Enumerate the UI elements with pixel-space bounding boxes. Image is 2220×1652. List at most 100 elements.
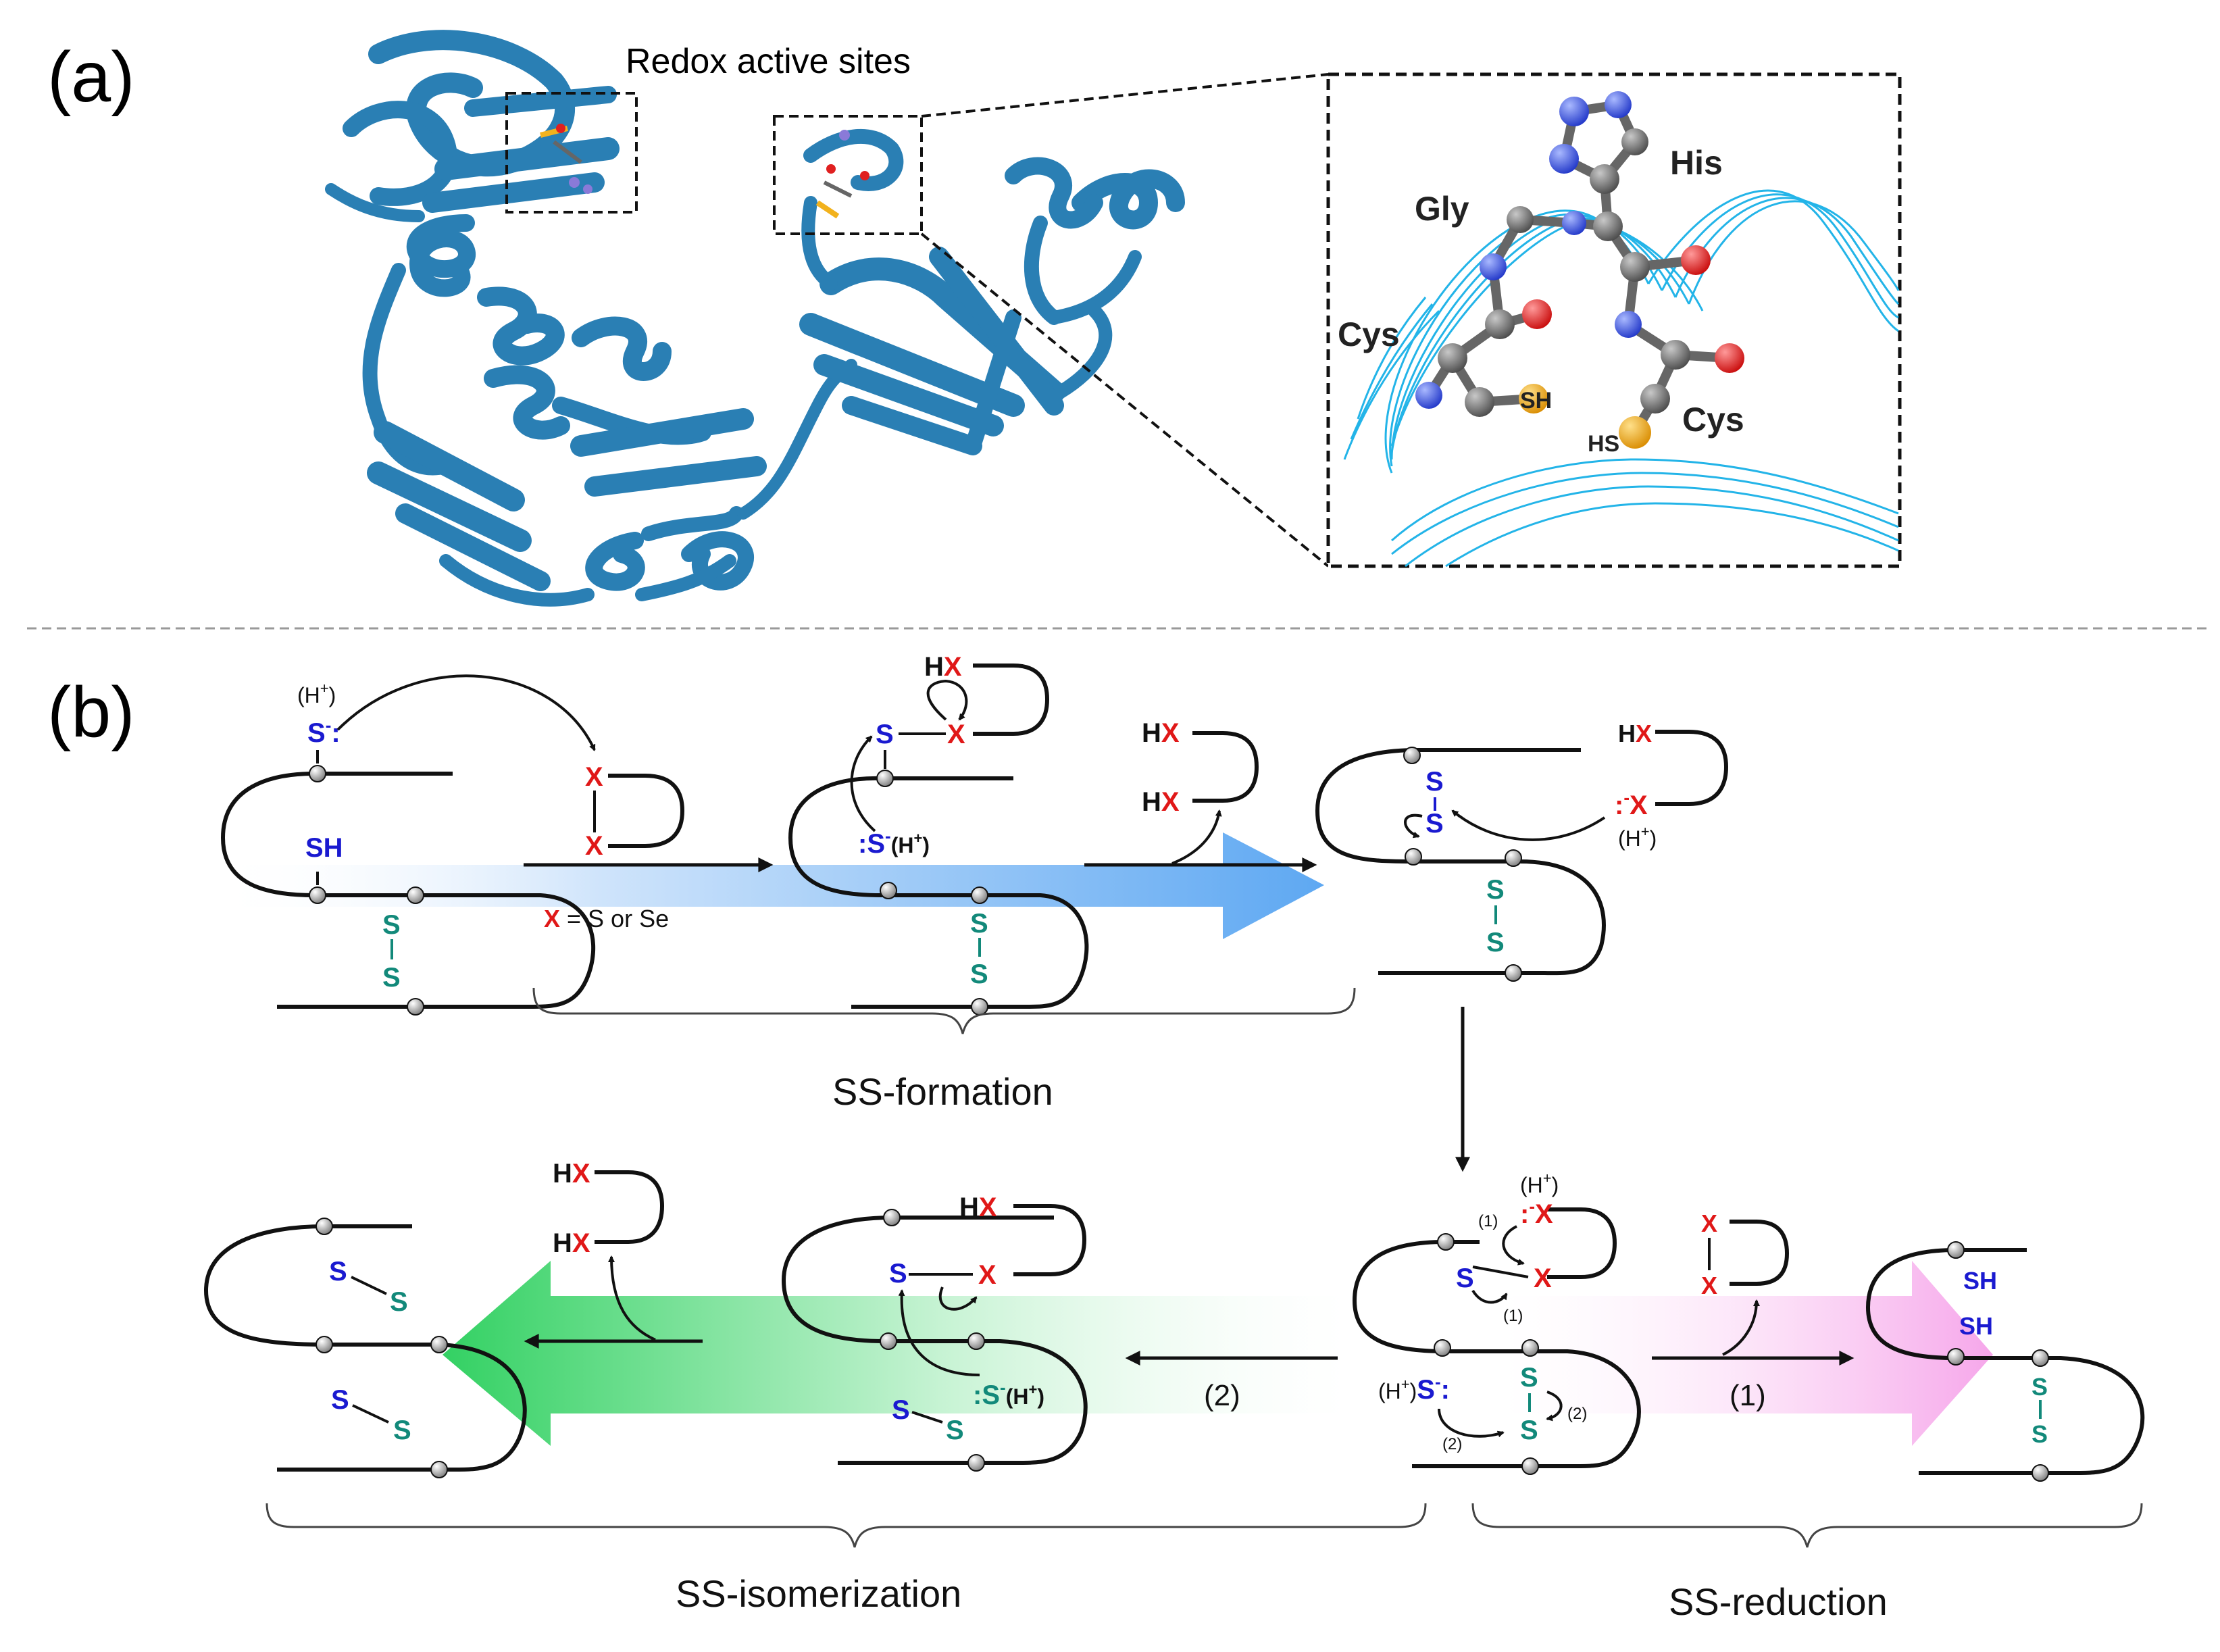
cys-ball [407, 886, 424, 904]
release-arrow-1 [1171, 809, 1222, 865]
cys-ball [2032, 1464, 2049, 1482]
oxidant-xx: X X [585, 762, 685, 861]
protein-3-oxidized [1315, 748, 1606, 976]
brace-isomerization [266, 1503, 1427, 1548]
backbone-ribbon-lines [1343, 189, 1900, 568]
cys-ball [430, 1336, 448, 1353]
protein-5-reduced [1865, 1248, 2145, 1475]
curly-arrow [1502, 1225, 1525, 1266]
svg-text:HX: HX [959, 1193, 997, 1222]
s-x-bond [1472, 1266, 1529, 1278]
residue-label-cys-left: Cys [1338, 316, 1400, 353]
mixed-disulfide-s: S [876, 720, 894, 749]
step-1-small: (1) [1503, 1307, 1523, 1325]
oxidant-half: HX X [959, 1193, 1087, 1290]
brace-reduction [1471, 1503, 2143, 1548]
disulfide-s-upper: S [892, 1395, 910, 1425]
disulfide-s-upper: S [2032, 1373, 2048, 1401]
brace-formation [532, 987, 1356, 1034]
svg-text:(H+): (H+) [1520, 1170, 1559, 1197]
svg-text:X: X [1701, 1272, 1717, 1299]
x-definition: X = S or Se [544, 905, 669, 932]
residue-label-his: His [1670, 144, 1723, 182]
thiol-label: SH [1963, 1267, 1997, 1295]
panel-a-label: (a) [47, 37, 135, 117]
cys-ball [967, 1332, 985, 1350]
svg-text::-X: :-X [1615, 787, 1648, 820]
thiol-label: SH [305, 833, 343, 863]
proton-label: (H+) [297, 680, 336, 707]
svg-text:HX: HX [1142, 787, 1180, 817]
cys-ball [1403, 747, 1421, 764]
atoms [1415, 91, 1744, 449]
svg-text:(H+): (H+) [1618, 823, 1657, 851]
cys-ball [883, 1209, 901, 1226]
svg-text:HX: HX [1618, 720, 1652, 747]
cys-ball [1947, 1241, 1965, 1259]
thiolate-label: S-: [307, 715, 340, 748]
svg-text:X: X [978, 1260, 997, 1290]
cys-ball [1947, 1348, 1965, 1366]
residue-label-cys-right: Cys [1682, 401, 1744, 439]
svg-text:HX: HX [553, 1159, 590, 1188]
attack-arrow-1 [336, 674, 596, 751]
disulfide-s-lower: S [970, 959, 988, 989]
cys-ball [316, 1336, 333, 1353]
zoom-line-bottom [920, 232, 1330, 568]
disulfide-s-upper: S [1426, 767, 1444, 797]
disulfide-s-upper: S [970, 909, 988, 938]
zoom-line-top [921, 73, 1329, 118]
curly-arrow [1471, 1289, 1508, 1304]
svg-text:HX: HX [924, 652, 962, 682]
disulfide-s-c: S [331, 1385, 349, 1415]
cys-ball [309, 886, 326, 904]
disulfide-s-lower: S [1426, 809, 1444, 838]
cys-ball [1505, 849, 1522, 867]
cys-ball [316, 1218, 333, 1235]
cys-ball [1505, 964, 1522, 982]
svg-text:X: X [947, 720, 965, 749]
disulfide-s-lower: S [382, 963, 401, 993]
ss-formation-label: SS-formation [832, 1070, 1053, 1113]
ss-reduction-label: SS-reduction [1669, 1580, 1888, 1623]
active-site-atoms-left [540, 124, 592, 194]
protein-structure [325, 30, 1185, 607]
cys-ball [1521, 1457, 1539, 1475]
release-arrow-2 [1722, 1299, 1760, 1356]
cys-ball [1434, 1339, 1451, 1357]
svg-text:HX: HX [553, 1228, 590, 1258]
svg-text:X: X [585, 762, 603, 792]
disulfide-s-b: S [390, 1287, 408, 1317]
release-arrow-3 [608, 1255, 656, 1341]
attack-arrow-4 [898, 1289, 980, 1376]
mixed-disulfide-s: S [889, 1259, 907, 1288]
oxidant-half: HX X [924, 652, 1050, 749]
thiolate-label-2: :S-(H+) [858, 826, 930, 859]
cys-ball [880, 1332, 897, 1350]
cys-ball [430, 1461, 448, 1478]
disulfide-s-lower: S [1520, 1416, 1538, 1445]
step-1-small: (1) [1478, 1212, 1498, 1230]
thiolate-label-4: (H+)S-: [1378, 1372, 1450, 1405]
step-2-small: (2) [1442, 1435, 1462, 1453]
svg-text:HX: HX [1142, 718, 1180, 748]
released-oxidized-xx: X X [1701, 1209, 1790, 1299]
active-site-box-left [505, 92, 638, 214]
disulfide-s-upper: S [1486, 875, 1505, 905]
protein-2-intermediate [788, 776, 1089, 1009]
thiol-label: SH [1959, 1312, 1993, 1340]
cys-ball [876, 770, 894, 787]
cys-ball [971, 886, 988, 904]
cys-ball [880, 882, 897, 899]
residue-label-gly: Gly [1415, 190, 1469, 228]
panel-b-label: (b) [47, 672, 135, 752]
cys-ball [1405, 848, 1422, 866]
cys-ball [1521, 1339, 1539, 1357]
attack-arrow-2 [850, 735, 876, 832]
formation-gradient-arrow [209, 832, 1324, 939]
attack-arrow-3 [1451, 809, 1606, 841]
cys-ball [407, 998, 424, 1016]
svg-text:X: X [1701, 1209, 1717, 1237]
cys-ball [309, 765, 326, 782]
